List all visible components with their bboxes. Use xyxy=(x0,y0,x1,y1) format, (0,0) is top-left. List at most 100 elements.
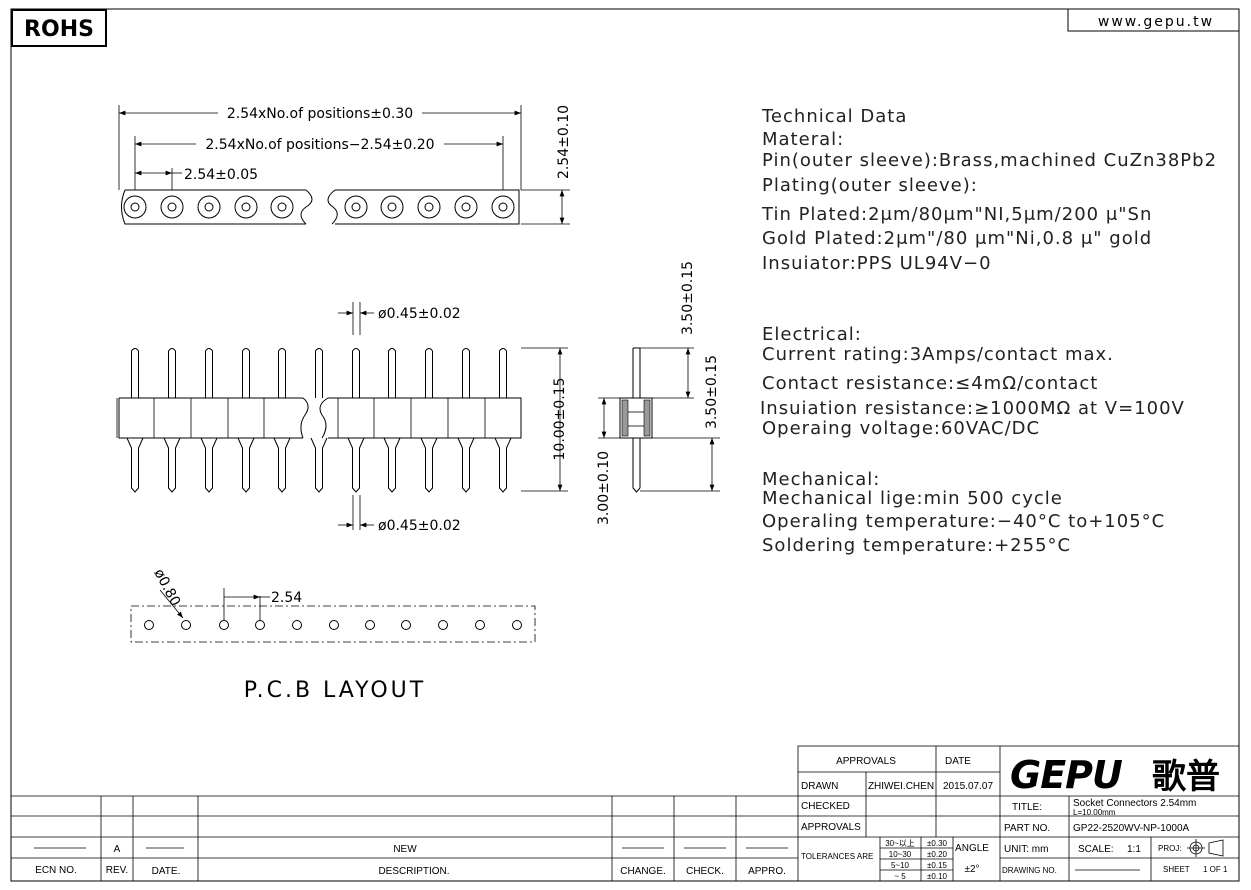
tolerances-label: TOLERANCES ARE xyxy=(801,852,873,861)
tech-plating: Plating(outer sleeve): xyxy=(762,175,978,196)
rev-description: NEW xyxy=(393,844,417,855)
tech-electrical: Electrical: xyxy=(762,324,862,345)
website-label: www.gepu.tw xyxy=(1098,14,1214,30)
proj-label: PROJ: xyxy=(1158,844,1182,853)
pcb-hole xyxy=(255,620,265,630)
sheet-label: SHEET xyxy=(1163,865,1190,874)
pin xyxy=(337,348,365,493)
approvals-header: APPROVALS xyxy=(836,756,896,767)
website-box xyxy=(1067,8,1240,32)
tol-value-4: ±0.10 xyxy=(927,872,948,881)
tol-range-1: 30~以上 xyxy=(885,839,915,848)
sheet-value: 1 OF 1 xyxy=(1203,865,1228,874)
pcb-hole xyxy=(401,620,411,630)
tol-range-2: 10~30 xyxy=(889,850,912,859)
pin xyxy=(263,348,291,493)
contact-circle xyxy=(234,195,258,219)
pcb-hole xyxy=(329,620,339,630)
pcb-layout: 2.54 ø0.80 P.C.B LAYOUT xyxy=(130,566,536,703)
pin xyxy=(310,348,328,493)
pitch-dim: 2.54±0.05 xyxy=(184,167,258,183)
title-value-2: L=10.00mm xyxy=(1073,808,1116,817)
checked-label: CHECKED xyxy=(801,801,850,812)
contact-circle xyxy=(344,195,368,219)
pin xyxy=(227,348,255,493)
description-header: DESCRIPTION. xyxy=(378,866,449,877)
tech-sold-temp: Soldering temperature:+255°C xyxy=(762,535,1071,556)
check-header: CHECK. xyxy=(686,866,724,877)
bottom-pin-length-dim: 3.00±0.10 xyxy=(596,451,612,525)
overall-length-dim: 2.54xNo.of positions±0.30 xyxy=(227,106,413,122)
height-dim: 2.54±0.10 xyxy=(556,105,572,179)
pin xyxy=(410,348,438,493)
title-block xyxy=(797,745,1240,882)
tol-value-3: ±0.15 xyxy=(927,861,948,870)
drawn-date: 2015.07.07 xyxy=(943,781,993,792)
contact-circle xyxy=(270,195,294,219)
pin xyxy=(116,348,144,493)
drawing-no-label: DRAWING NO. xyxy=(1002,866,1057,875)
tech-gold: Gold Plated:2μm"/80 μm"Ni,0.8 μ" gold xyxy=(762,228,1152,249)
pcb-hole xyxy=(438,620,448,630)
contact-circle xyxy=(160,195,184,219)
part-no-value: GP22-2520WV-NP-1000A xyxy=(1073,823,1190,834)
pcb-hole xyxy=(512,620,522,630)
tech-op-temp: Operaling temperature:−40°C to+105°C xyxy=(762,511,1165,532)
tech-insulation: Insuiation resistance:≥1000MΩ at V=100V xyxy=(760,398,1185,419)
tol-value-2: ±0.20 xyxy=(927,850,948,859)
tech-tin: Tin Plated:2μm/80μm"NI,5μm/200 μ"Sn xyxy=(761,204,1152,225)
title-value-1: Socket Connectors 2.54mm xyxy=(1073,798,1196,809)
contact-circle xyxy=(123,195,147,219)
tech-contact: Contact resistance:≤4mΩ/contact xyxy=(762,373,1098,394)
contact-circle xyxy=(491,195,515,219)
pcb-pitch-dim: 2.54 xyxy=(271,590,302,606)
pcb-hole xyxy=(475,620,485,630)
pcb-hole xyxy=(292,620,302,630)
tol-range-3: 5~10 xyxy=(891,861,910,870)
tech-pin: Pin(outer sleeve):Brass,machined CuZn38P… xyxy=(762,150,1217,171)
tech-material: Materal: xyxy=(762,129,844,150)
contact-circle xyxy=(380,195,404,219)
rohs-badge xyxy=(11,9,107,47)
side-view: 3.50±0.15 3.50±0.15 3.00±0.10 xyxy=(596,261,720,525)
tech-voltage: Operaing voltage:60VAC/DC xyxy=(762,418,1040,439)
pcb-hole xyxy=(365,620,375,630)
pcb-hole xyxy=(181,620,191,630)
body-length-dim: 3.50±0.15 xyxy=(704,355,720,429)
title-label: TITLE: xyxy=(1012,802,1042,813)
ecn-header: ECN NO. xyxy=(35,865,77,876)
contact-circle xyxy=(454,195,478,219)
top-pin-length-dim: 3.50±0.15 xyxy=(680,261,696,335)
contact-circle xyxy=(197,195,221,219)
rohs-label: ROHS xyxy=(24,17,94,42)
pin xyxy=(447,348,475,493)
inner-length-dim: 2.54xNo.of positions−2.54±0.20 xyxy=(205,137,434,153)
pin xyxy=(373,348,401,493)
tech-insulator: Insuiator:PPS UL94V−0 xyxy=(762,253,992,274)
drawn-label: DRAWN xyxy=(801,781,838,792)
top-view: 2.54xNo.of positions±0.30 2.54xNo.of pos… xyxy=(118,104,572,225)
pin-diameter-top-dim: ø0.45±0.02 xyxy=(378,306,461,322)
front-view: ø0.45±0.02 ø0.45±0.02 10.00±0.15 xyxy=(116,302,568,534)
tech-mechanical: Mechanical: xyxy=(762,469,880,490)
change-header: CHANGE. xyxy=(620,866,666,877)
part-no-label: PART NO. xyxy=(1004,823,1050,834)
scale-value: 1:1 xyxy=(1127,844,1141,855)
contact-circle xyxy=(417,195,441,219)
pin xyxy=(484,348,512,493)
pcb-hole xyxy=(144,620,154,630)
gepu-logo: GEPU xyxy=(1010,753,1123,797)
tol-value-1: ±0.30 xyxy=(927,839,948,848)
pin xyxy=(190,348,218,493)
total-height-dim: 10.00±0.15 xyxy=(552,378,568,461)
projection-symbol-icon xyxy=(1187,839,1224,857)
technical-data: Technical Data Materal: Pin(outer sleeve… xyxy=(760,106,1217,556)
unit-label: UNIT: mm xyxy=(1004,844,1048,855)
pin xyxy=(153,348,181,493)
angle-label: ANGLE xyxy=(955,843,989,854)
scale-label: SCALE: xyxy=(1078,844,1114,855)
date-col-header: DATE. xyxy=(152,866,181,877)
pin-diameter-bottom-dim: ø0.45±0.02 xyxy=(378,518,461,534)
tech-title: Technical Data xyxy=(761,106,907,127)
